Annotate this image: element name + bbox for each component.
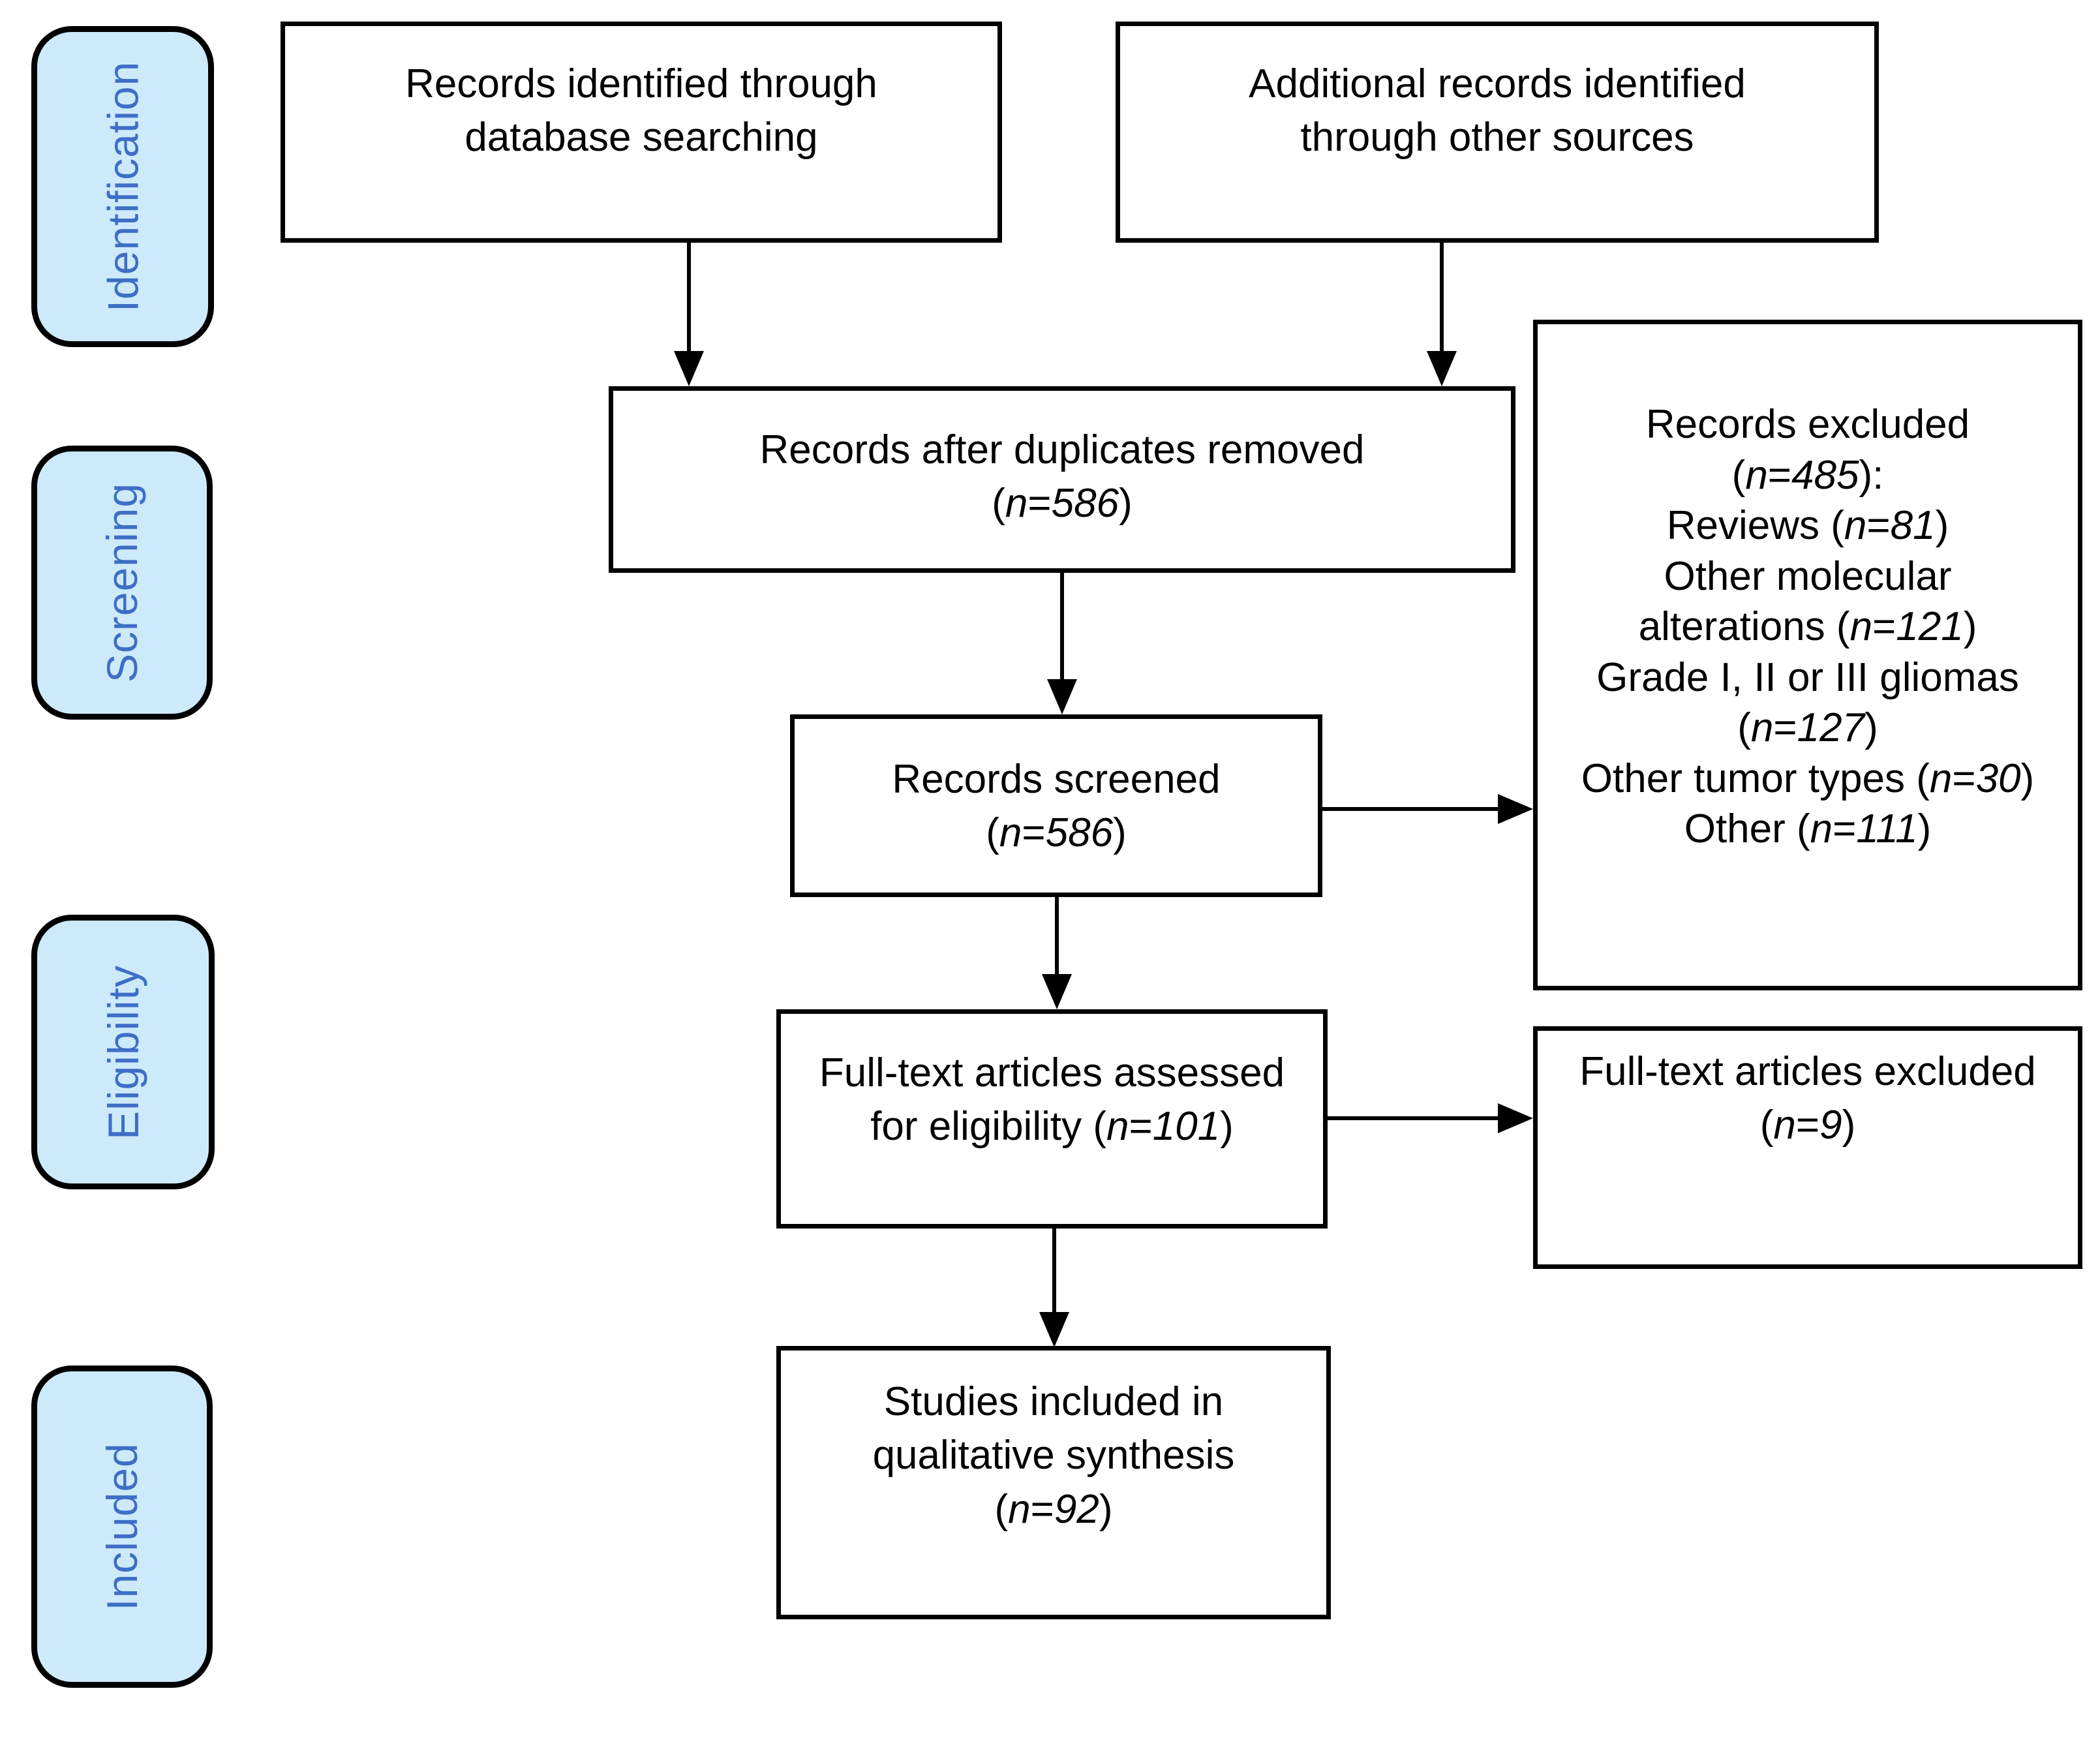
box-text-line: alterations (n=121) [1638, 604, 1977, 649]
box-fulltext-excluded: Full-text articles excluded (n=9) [1533, 1026, 2082, 1269]
box-text-line: Records identified through [405, 61, 877, 106]
box-text-line: (n=9) [1759, 1103, 1856, 1148]
box-text-line: Full-text articles excluded [1579, 1049, 2036, 1094]
box-text-line: Reviews (n=81) [1666, 503, 1949, 548]
box-additional-records: Additional records identified through ot… [1116, 22, 1879, 243]
box-text-line: Records after duplicates removed [759, 427, 1365, 472]
phase-tab-identification: Identification [31, 26, 214, 347]
box-text-line: Studies included in [883, 1379, 1224, 1424]
box-text-line: (n=586) [992, 481, 1133, 526]
box-text-line: Records excluded [1645, 402, 1970, 447]
box-text-line: database searching [464, 115, 818, 160]
arrow-fulltext-to-studies-line [1052, 1228, 1056, 1312]
box-text-line: (n=92) [994, 1486, 1113, 1532]
arrow-screened-to-excluded-head [1498, 794, 1533, 824]
box-text-line: Other tumor types (n=30) [1581, 755, 2035, 801]
phase-tab-included: Included [31, 1366, 213, 1688]
arrow-identified-to-duplicates-line [687, 243, 691, 351]
phase-label: Eligibility [99, 964, 147, 1140]
box-fulltext-assessed: Full-text articles assessed for eligibil… [776, 1009, 1328, 1228]
box-text-line: through other sources [1300, 115, 1694, 160]
arrow-duplicates-to-screened-head [1047, 679, 1077, 714]
arrow-fulltext-to-excluded-line [1328, 1116, 1498, 1120]
arrow-screened-to-fulltext-line [1055, 897, 1059, 974]
arrow-screened-to-fulltext-head [1042, 974, 1072, 1009]
box-text-line: Full-text articles assessed [819, 1050, 1285, 1095]
box-records-excluded: Records excluded (n=485): Reviews (n=81)… [1533, 320, 2082, 990]
box-text-line: (n=586) [986, 810, 1127, 856]
box-records-screened: Records screened (n=586) [790, 714, 1322, 897]
phase-tab-eligibility: Eligibility [31, 915, 215, 1189]
arrow-screened-to-excluded-line [1322, 807, 1498, 811]
arrow-duplicates-to-screened-line [1060, 573, 1064, 679]
phase-label: Screening [98, 482, 147, 683]
arrow-fulltext-to-studies-head [1039, 1312, 1069, 1347]
box-text-line: Records screened [892, 757, 1221, 802]
box-text-line: Other molecular [1664, 553, 1952, 599]
phase-label: Identification [99, 61, 147, 313]
box-text-line: (n=127) [1737, 705, 1878, 750]
box-text-line: Additional records identified [1249, 61, 1746, 106]
box-duplicates-removed: Records after duplicates removed (n=586) [609, 386, 1515, 573]
box-text-line: for eligibility (n=101) [870, 1104, 1234, 1150]
box-records-identified: Records identified through database sear… [281, 22, 1002, 243]
box-text-line: Other (n=111) [1684, 806, 1932, 851]
box-studies-included: Studies included in qualitative synthesi… [776, 1346, 1331, 1619]
box-text-line: Grade I, II or III gliomas [1596, 654, 2019, 700]
box-text-line: (n=485): [1731, 452, 1884, 498]
arrow-additional-to-duplicates-head [1427, 351, 1457, 386]
arrow-additional-to-duplicates-line [1440, 243, 1444, 351]
phase-tab-screening: Screening [31, 446, 213, 720]
box-text-line: qualitative synthesis [872, 1433, 1235, 1478]
arrow-identified-to-duplicates-head [674, 351, 704, 386]
arrow-fulltext-to-excluded-head [1498, 1103, 1533, 1133]
phase-label: Included [98, 1442, 146, 1611]
